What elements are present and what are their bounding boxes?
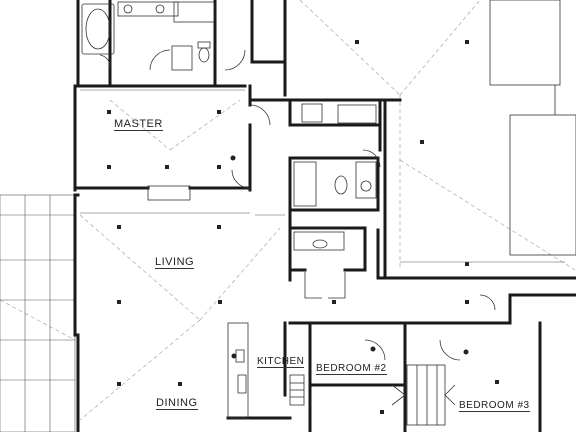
room-label-bedroom-3: BEDROOM #3 (459, 400, 530, 412)
room-label-living: LIVING (155, 256, 195, 269)
room-label-dining: DINING (156, 397, 198, 410)
room-label-bedroom-2: BEDROOM #2 (316, 363, 387, 375)
dimension-marks (80, 89, 565, 263)
room-label-kitchen: KITCHEN (257, 356, 305, 368)
walls (73, 0, 576, 432)
patio-grid (0, 194, 76, 432)
dashed-ceiling-lines (0, 0, 576, 421)
room-label-master: MASTER (114, 118, 163, 131)
fixtures (81, 0, 576, 426)
light-fixtures (107, 40, 499, 414)
